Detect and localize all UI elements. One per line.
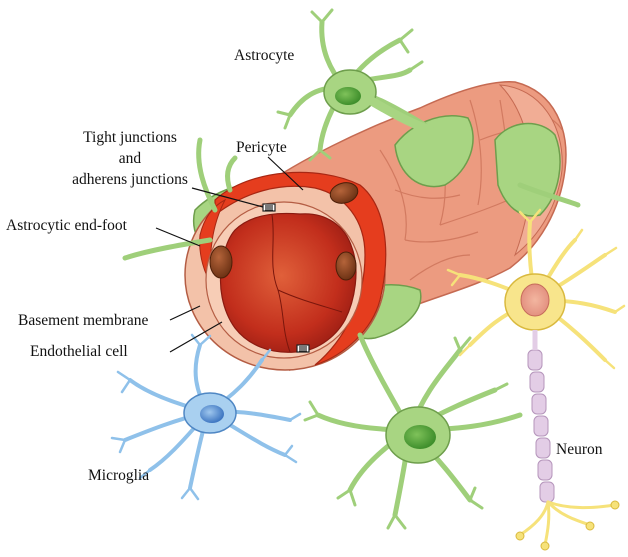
neuron-axon xyxy=(528,350,554,502)
vessel-cross-section xyxy=(185,172,386,370)
label-pericyte: Pericyte xyxy=(236,139,287,156)
endothelial-nucleus-right xyxy=(336,252,356,280)
astrocyte-bottom xyxy=(305,335,520,528)
label-endothelial-cell: Endothelial cell xyxy=(30,343,128,360)
label-neuron: Neuron xyxy=(556,441,603,458)
tight-junction-top xyxy=(263,204,275,211)
vessel-lumen xyxy=(221,213,356,352)
astrocyte-top-nucleus xyxy=(335,87,361,105)
microglia-nucleus xyxy=(200,405,224,423)
label-microglia: Microglia xyxy=(88,467,149,484)
label-basement-membrane: Basement membrane xyxy=(18,312,149,329)
label-tight-junctions-1: Tight junctions xyxy=(83,129,177,146)
label-tight-junctions-3: adherens junctions xyxy=(72,171,188,188)
label-tight-junctions-2: and xyxy=(119,150,142,167)
label-astrocyte: Astrocyte xyxy=(234,47,294,64)
axon-terminals xyxy=(520,502,615,545)
label-astrocytic-end-foot: Astrocytic end-foot xyxy=(6,217,128,234)
tight-junction-bottom xyxy=(297,345,309,352)
endothelial-nucleus-left xyxy=(210,246,232,278)
astrocyte-bottom-nucleus xyxy=(404,425,436,449)
neuron-nucleus xyxy=(521,284,549,316)
